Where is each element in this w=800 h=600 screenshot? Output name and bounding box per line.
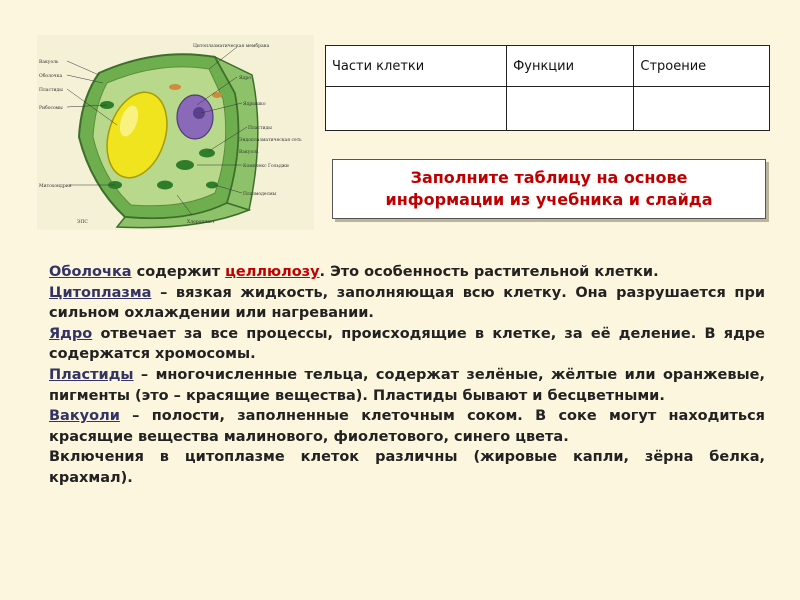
- diagram-label: Эндоплазматическая сеть: [239, 137, 302, 143]
- neighbour-cell-bottom: [115, 202, 252, 229]
- paragraph-cytoplasm: Цитоплазма – вязкая жидкость, заполняюща…: [49, 283, 765, 324]
- term-membrane: Оболочка: [49, 264, 132, 280]
- plant-cell-drawing: Цитоплазматическая мембрана Вакуоль Обол…: [39, 42, 302, 229]
- table-header-row: Части клетки Функции Строение: [324, 44, 770, 88]
- table-row: [324, 86, 770, 131]
- paragraph-text: отвечает за все процессы, происходящие в…: [49, 325, 765, 363]
- paragraph-vacuoles: Вакуоли – полости, заполненные клеточным…: [49, 406, 765, 447]
- diagram-label: Цитоплазматическая мембрана: [193, 42, 270, 49]
- diagram-label: ЭПС: [77, 219, 88, 225]
- diagram-label: Вакуоль: [239, 149, 259, 155]
- paragraph-nucleus: Ядро отвечает за все процессы, происходя…: [49, 324, 765, 365]
- diagram-label: Комплекс Гольджи: [243, 163, 289, 169]
- table-header-cell: Части клетки: [324, 44, 508, 88]
- diagram-label: Оболочка: [39, 72, 62, 79]
- paragraph-text: – полости, заполненные клеточным соком. …: [49, 408, 765, 445]
- diagram-label: Плазмодесмы: [243, 191, 277, 197]
- term-plastids: Пластиды: [49, 366, 134, 383]
- cell-parts-table: Части клетки Функции Строение: [324, 44, 770, 131]
- task-line: Заполните таблицу на основе: [410, 168, 688, 187]
- plant-cell-diagram: Цитоплазматическая мембрана Вакуоль Обол…: [37, 35, 314, 230]
- diagram-label: Пластиды: [248, 125, 272, 131]
- term-nucleus: Ядро: [49, 325, 93, 342]
- table-header-cell: Строение: [633, 44, 770, 88]
- table-cell[interactable]: [324, 86, 508, 131]
- table-cell[interactable]: [633, 86, 770, 131]
- table-cell[interactable]: [506, 86, 635, 131]
- task-line: информации из учебника и слайда: [385, 190, 713, 209]
- diagram-label: Митохондрия: [39, 183, 72, 189]
- table-header-cell: Функции: [506, 44, 635, 88]
- diagram-label: Вакуоль: [39, 59, 59, 65]
- paragraph-text: содержит: [131, 264, 226, 280]
- term-cytoplasm: Цитоплазма: [49, 284, 152, 301]
- vacuole: [106, 91, 168, 179]
- chloroplast: [176, 160, 194, 170]
- diagram-label: Пластиды: [39, 87, 63, 93]
- task-instruction-box: Заполните таблицу на основе информации и…: [332, 159, 766, 219]
- paragraph-inclusions: Включения в цитоплазме клеток различны (…: [49, 447, 765, 488]
- paragraph-text: – многочисленные тельца, содержат зелёны…: [49, 366, 765, 404]
- paragraph-text: . Это особенность растительной клетки.: [319, 264, 659, 280]
- cell-parts-description: Оболочка содержит целлюлозу. Это особенн…: [49, 262, 765, 489]
- paragraph-text: – вязкая жидкость, заполняющая всю клетк…: [49, 284, 765, 322]
- diagram-label: Хлоропласт: [187, 219, 215, 225]
- diagram-label: Ядрышко: [243, 101, 266, 107]
- paragraph-text: Включения в цитоплазме клеток различны (…: [49, 449, 765, 486]
- term-cellulose: целлюлозу: [225, 264, 320, 280]
- nucleolus: [193, 107, 205, 119]
- paragraph-membrane: Оболочка содержит целлюлозу. Это особенн…: [49, 262, 765, 283]
- term-vacuoles: Вакуоли: [49, 408, 120, 425]
- diagram-label: Ядро: [239, 75, 251, 81]
- diagram-label: Рибосомы: [39, 104, 63, 111]
- paragraph-plastids: Пластиды – многочисленные тельца, содерж…: [49, 365, 765, 406]
